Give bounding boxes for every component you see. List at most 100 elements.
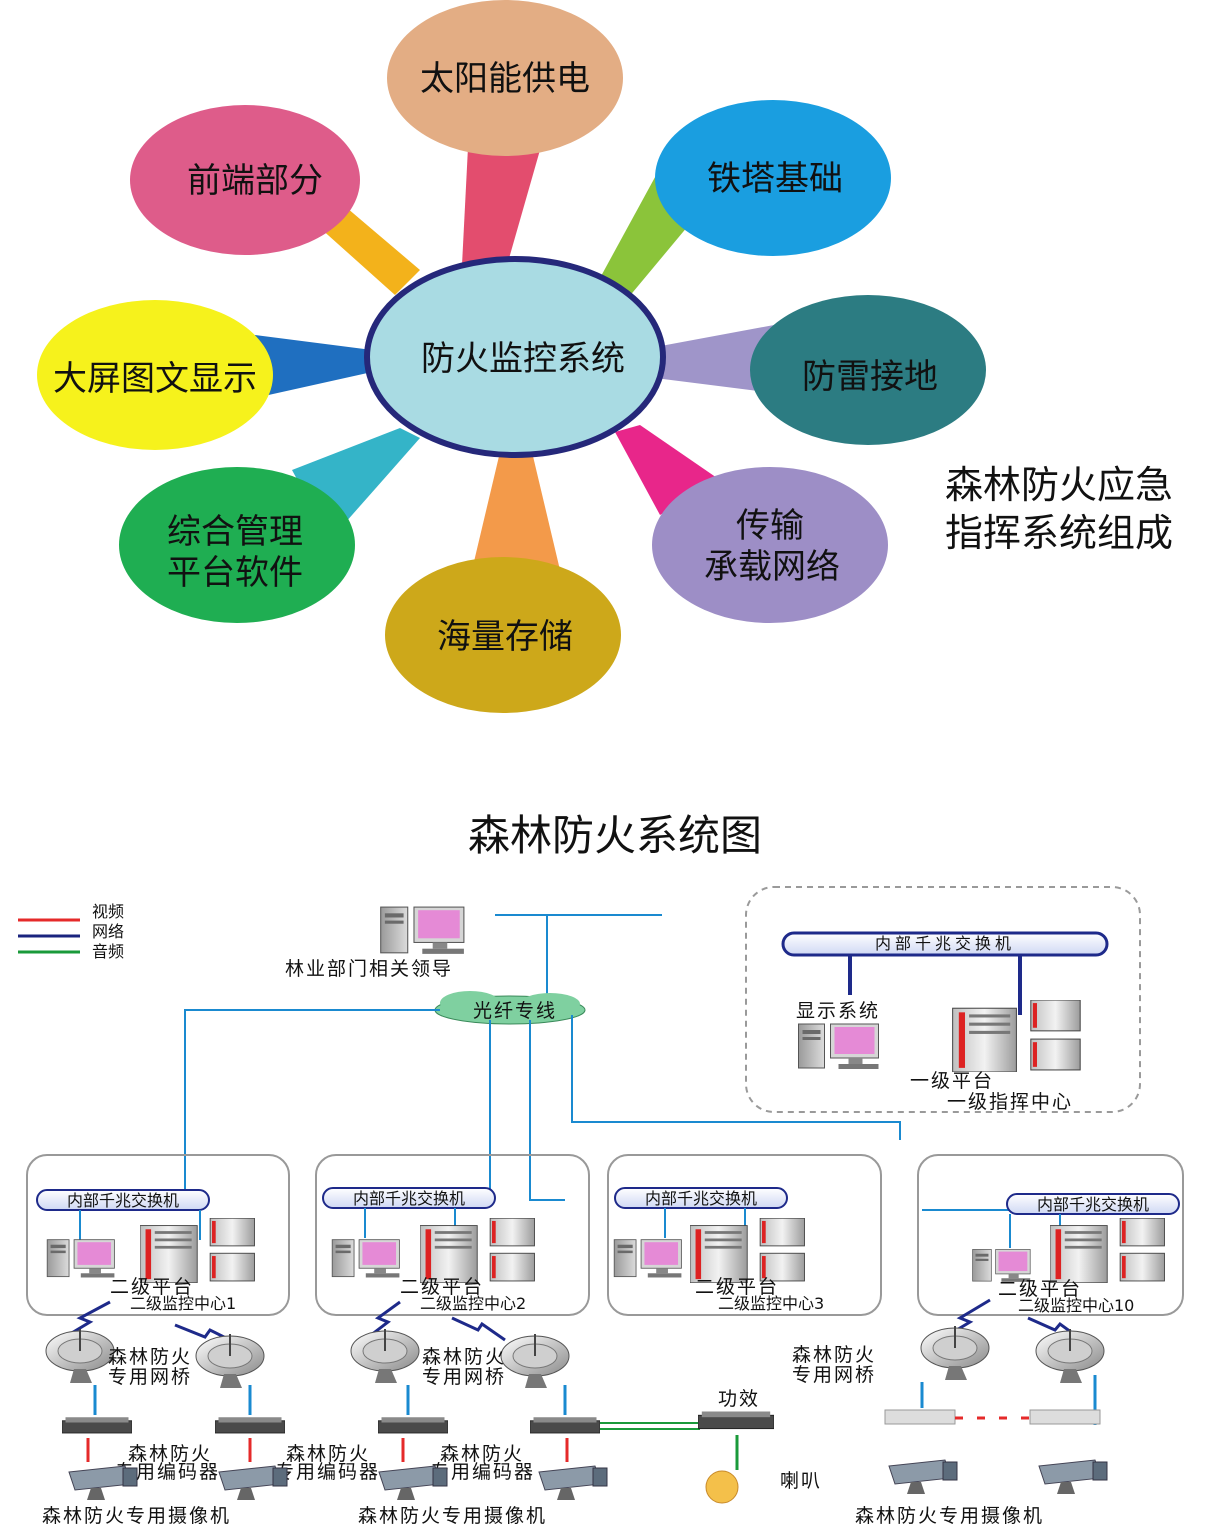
- label-frontend: 前端部分: [187, 161, 323, 201]
- system-title: 森林防火系统图: [468, 811, 762, 860]
- system-diagram: 森林防火系统图 视频 网络 音频 林业部门相关领导 光纤专线: [18, 811, 1184, 1527]
- server-icon: [690, 1218, 805, 1283]
- leader-computer-icon: [380, 906, 465, 955]
- mindmap: 太阳能供电 前端部分 铁塔基础 防雷接地 大屏图文显示 传输 承载网络 综合管理…: [37, 0, 1173, 713]
- encoder-device-icon: [530, 1416, 600, 1434]
- switch-label-2: 内部千兆交换机: [353, 1189, 465, 1208]
- label-mgmt-l1: 综合管理: [167, 512, 303, 552]
- petal-network: [652, 467, 888, 623]
- bridge-dish-icon: [350, 1328, 420, 1384]
- fiber-cloud: 光纤专线: [434, 991, 586, 1025]
- connector-storage: [472, 452, 560, 570]
- link: [571, 1015, 901, 1140]
- petal-mgmt: [119, 467, 355, 623]
- label-network-l2: 承载网络: [704, 547, 840, 587]
- computer-icon: [972, 1249, 1031, 1283]
- platform-label-1: 二级平台: [110, 1276, 194, 1298]
- camera-icon: [888, 1459, 958, 1495]
- bridge-label-1b: 专用网桥: [108, 1366, 192, 1388]
- legend-network: 网络: [92, 922, 124, 941]
- bridge-label-1a: 森林防火: [108, 1346, 192, 1368]
- encoder-label-3b: 专用编码器: [430, 1461, 535, 1483]
- petal-display: [37, 300, 273, 450]
- bridge-dish-icon: [920, 1325, 990, 1381]
- center-label-3: 二级监控中心3: [718, 1294, 824, 1313]
- legend: 视频 网络 音频: [18, 902, 124, 961]
- encoder-device-icon: [62, 1416, 132, 1434]
- platform-label-10: 二级平台: [998, 1278, 1082, 1300]
- computer-icon: [613, 1239, 682, 1278]
- server-icon: [420, 1218, 535, 1283]
- label-display: 大屏图文显示: [53, 359, 257, 399]
- encoder-device-icon: [378, 1416, 448, 1434]
- petal-solar: [387, 0, 623, 156]
- bridge-label-2a: 森林防火: [422, 1346, 506, 1368]
- center-node: [364, 256, 666, 458]
- encoder-label-1b: 专用编码器: [115, 1461, 220, 1483]
- camera-icon: [68, 1465, 138, 1501]
- first-level-center-box: [745, 886, 1141, 1113]
- second-level-center-10: 内部千兆交换机 二级平台 二级监控中心10: [917, 1154, 1184, 1316]
- wireless-bolt-icon: [451, 1316, 506, 1342]
- switch-label-3: 内部千兆交换机: [645, 1189, 757, 1208]
- second-level-center-1: 内部千兆交换机 二级平台 二级监控中心1: [26, 1154, 290, 1316]
- first-platform-label: 一级平台: [910, 1070, 994, 1092]
- camera-label-1: 森林防火专用摄像机: [42, 1505, 231, 1527]
- label-mgmt-l2: 平台软件: [167, 553, 303, 593]
- encoder-device-icon: [884, 1409, 956, 1425]
- center-label: 防火监控系统: [421, 339, 625, 379]
- speaker-icon: [705, 1470, 739, 1504]
- camera-icon: [538, 1465, 608, 1501]
- bridge-dish-icon: [500, 1333, 570, 1389]
- amplifier-icon: [698, 1410, 774, 1430]
- center-label-2: 二级监控中心2: [420, 1294, 526, 1313]
- encoder-label-1a: 森林防火: [128, 1443, 212, 1465]
- top-switch-label: 内部千兆交换机: [875, 934, 1015, 953]
- video-links: [86, 1438, 569, 1462]
- label-tower: 铁塔基础: [707, 159, 843, 199]
- legend-video: 视频: [92, 902, 124, 921]
- label-solar: 太阳能供电: [420, 59, 590, 99]
- fiber-label: 光纤专线: [473, 1000, 557, 1022]
- connector-display: [255, 335, 372, 398]
- leaders-label: 林业部门相关领导: [285, 958, 453, 980]
- camera-label-3: 森林防火专用摄像机: [855, 1505, 1044, 1527]
- label-lightning: 防雷接地: [802, 357, 938, 397]
- camera-label-2: 森林防火专用摄像机: [358, 1505, 547, 1527]
- server-icon: [1050, 1218, 1165, 1283]
- petal-tower: [655, 100, 891, 256]
- petal-storage: [385, 557, 621, 713]
- legend-audio: 音频: [92, 942, 124, 961]
- bridge-dish-icon: [1035, 1328, 1105, 1384]
- label-storage: 海量存储: [437, 617, 573, 657]
- platform-label-3: 二级平台: [695, 1276, 779, 1298]
- bridge-dish-icon: [45, 1328, 115, 1384]
- camera-icon: [218, 1465, 288, 1501]
- link: [529, 1020, 565, 1201]
- top-switch: [781, 931, 1109, 957]
- caption-line2: 指挥系统组成: [945, 511, 1173, 555]
- server-icon: [140, 1218, 255, 1283]
- switch-label-10: 内部千兆交换机: [1037, 1195, 1149, 1214]
- computer-icon: [46, 1239, 115, 1278]
- switch-label-1: 内部千兆交换机: [67, 1191, 179, 1210]
- speaker-label: 喇叭: [780, 1470, 822, 1492]
- amp-label: 功效: [718, 1388, 760, 1410]
- petal-frontend: [130, 105, 360, 255]
- bridge-label-10b: 专用网桥: [792, 1364, 876, 1386]
- second-level-center-2: 内部千兆交换机 二级平台 二级监控中心2: [315, 1154, 590, 1316]
- link: [184, 1009, 440, 1205]
- display-system-label: 显示系统: [796, 1000, 880, 1022]
- platform-label-2: 二级平台: [400, 1276, 484, 1298]
- encoder-label-2a: 森林防火: [286, 1443, 370, 1465]
- bridge-dish-icon: [195, 1333, 265, 1389]
- camera-icon: [378, 1465, 448, 1501]
- encoder-device-icon: [215, 1416, 285, 1434]
- encoder-label-2b: 专用编码器: [275, 1461, 380, 1483]
- first-center-label: 一级指挥中心: [947, 1091, 1073, 1113]
- petal-lightning: [750, 295, 986, 445]
- label-network-l1: 传输: [736, 506, 804, 546]
- bridge-label-2b: 专用网桥: [422, 1366, 506, 1388]
- encoder-device-icon: [1029, 1409, 1101, 1425]
- camera-icon: [1038, 1459, 1108, 1495]
